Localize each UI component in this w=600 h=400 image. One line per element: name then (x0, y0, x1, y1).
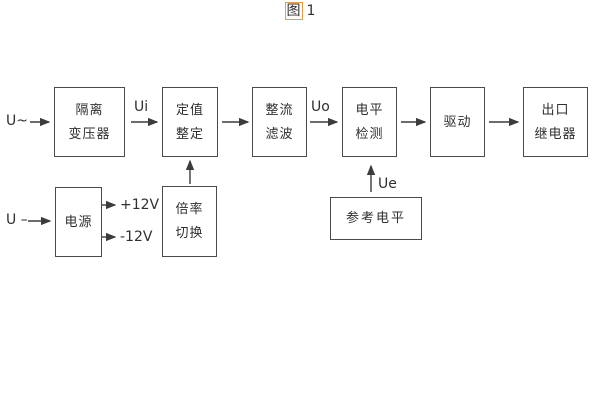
label-ui: Ui (134, 99, 149, 115)
block-isolation-transformer-line2: 变压器 (68, 126, 111, 142)
block-setting-adjust: 定值 整定 (162, 87, 218, 157)
block-output-relay-line1: 出口 (541, 102, 570, 118)
block-power-supply-label: 电源 (64, 214, 93, 230)
block-rectify-filter-line2: 滤波 (265, 126, 294, 142)
label-plus-12v: +12V (120, 197, 160, 213)
block-rectify-filter-line1: 整流 (265, 102, 294, 118)
block-drive: 驱动 (430, 87, 485, 157)
block-level-detect-line1: 电平 (355, 102, 384, 118)
figure-caption-prefix: 图 (284, 2, 303, 20)
block-isolation-transformer: 隔离 变压器 (54, 87, 125, 157)
block-output-relay: 出口 继电器 (523, 87, 588, 157)
label-input-ac: U~ (6, 113, 28, 129)
block-power-supply: 电源 (55, 187, 102, 257)
block-ratio-switch-line2: 切换 (175, 226, 204, 241)
block-setting-adjust-line1: 定值 (175, 102, 204, 118)
block-reference-level-label: 参考电平 (345, 211, 406, 226)
label-input-dc: U – (6, 212, 28, 228)
block-level-detect: 电平 检测 (342, 87, 397, 157)
block-output-relay-line2: 继电器 (534, 126, 577, 142)
block-rectify-filter: 整流 滤波 (252, 87, 307, 157)
block-isolation-transformer-line1: 隔离 (75, 102, 104, 118)
label-uo: Uo (311, 99, 330, 115)
block-ratio-switch-line1: 倍率 (175, 202, 204, 217)
block-ratio-switch: 倍率 切换 (162, 186, 217, 257)
figure-caption-number: 1 (306, 3, 316, 19)
block-level-detect-line2: 检测 (355, 126, 384, 142)
label-ue: Ue (378, 176, 397, 192)
block-reference-level: 参考电平 (330, 197, 422, 240)
block-setting-adjust-line2: 整定 (175, 126, 204, 142)
block-drive-label: 驱动 (443, 114, 472, 130)
label-minus-12v: -12V (120, 229, 153, 245)
